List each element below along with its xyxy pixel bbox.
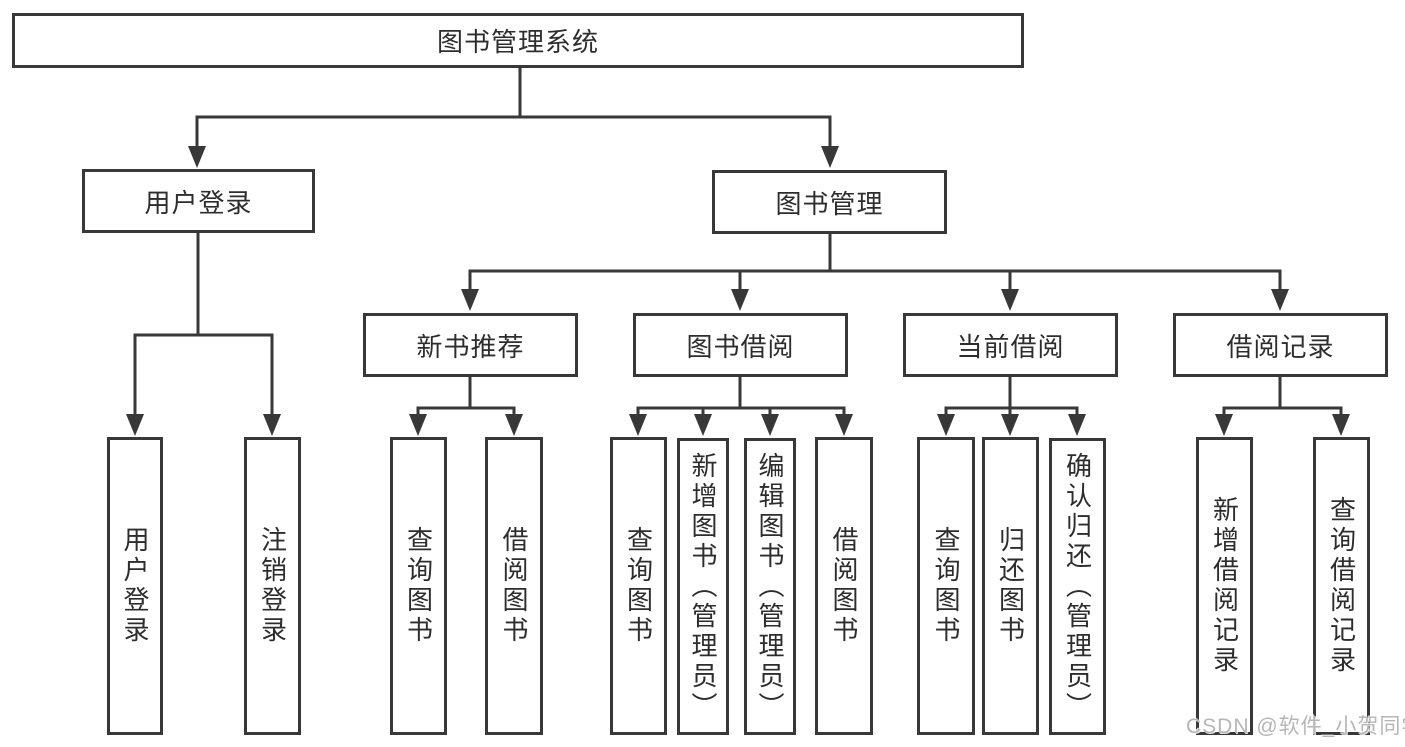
leaf-return-books-label: 归还图书 <box>995 526 1026 646</box>
leaf-newbook-borrow-books-label: 借阅图书 <box>499 526 529 646</box>
node-book-management-label: 图书管理 <box>775 188 884 219</box>
leaf-edit-books-admin: 编辑图书（管理员） <box>744 438 796 735</box>
node-user-login: 用户登录 <box>82 169 315 233</box>
node-current-borrowing-label: 当前借阅 <box>956 331 1065 362</box>
leaf-user-login: 用户登录 <box>107 437 163 735</box>
leaf-add-borrow-record: 新增借阅记录 <box>1196 437 1253 735</box>
node-book-borrowing-label: 图书借阅 <box>686 331 795 362</box>
node-new-book-recommendation-label: 新书推荐 <box>416 331 525 362</box>
leaf-current-query-books: 查询图书 <box>917 437 975 735</box>
node-new-book-recommendation: 新书推荐 <box>363 313 578 377</box>
leaf-edit-books-admin-label: 编辑图书（管理员） <box>755 451 785 722</box>
node-book-borrowing: 图书借阅 <box>633 313 848 377</box>
leaf-newbook-query-books: 查询图书 <box>390 437 447 735</box>
csdn-watermark-text: CSDN @软件_小贺同学 <box>1186 715 1405 738</box>
leaf-user-login-label: 用户登录 <box>120 526 150 646</box>
leaf-newbook-borrow-books: 借阅图书 <box>485 437 543 735</box>
node-user-login-label: 用户登录 <box>144 187 253 218</box>
leaf-add-books-admin-label: 新增图书（管理员） <box>688 451 718 722</box>
leaf-confirm-return-admin-label: 确认归还（管理员） <box>1062 451 1093 722</box>
leaf-newbook-query-books-label: 查询图书 <box>403 526 434 646</box>
leaf-logout: 注销登录 <box>244 437 301 735</box>
leaf-return-books: 归还图书 <box>982 437 1039 735</box>
node-borrowing-records-label: 借阅记录 <box>1226 331 1335 362</box>
leaf-confirm-return-admin: 确认归还（管理员） <box>1049 438 1106 735</box>
leaf-borrow-query-books-label: 查询图书 <box>623 526 654 646</box>
leaf-query-borrow-record-label: 查询借阅记录 <box>1326 496 1357 676</box>
leaf-add-borrow-record-label: 新增借阅记录 <box>1209 496 1240 676</box>
leaf-borrow-query-books: 查询图书 <box>610 437 667 735</box>
node-borrowing-records: 借阅记录 <box>1173 313 1388 377</box>
leaf-query-borrow-record: 查询借阅记录 <box>1313 437 1370 735</box>
leaf-borrow-borrow-books-label: 借阅图书 <box>829 526 859 646</box>
node-book-management: 图书管理 <box>712 170 947 234</box>
leaf-add-books-admin: 新增图书（管理员） <box>677 438 729 735</box>
leaf-current-query-books-label: 查询图书 <box>931 526 961 646</box>
node-library-management-system: 图书管理系统 <box>12 13 1024 68</box>
leaf-borrow-borrow-books: 借阅图书 <box>815 437 873 735</box>
leaf-logout-label: 注销登录 <box>257 526 288 646</box>
node-library-management-system-label: 图书管理系统 <box>436 27 599 57</box>
node-current-borrowing: 当前借阅 <box>903 313 1118 377</box>
csdn-watermark: CSDN @软件_小贺同学 <box>1186 710 1405 740</box>
